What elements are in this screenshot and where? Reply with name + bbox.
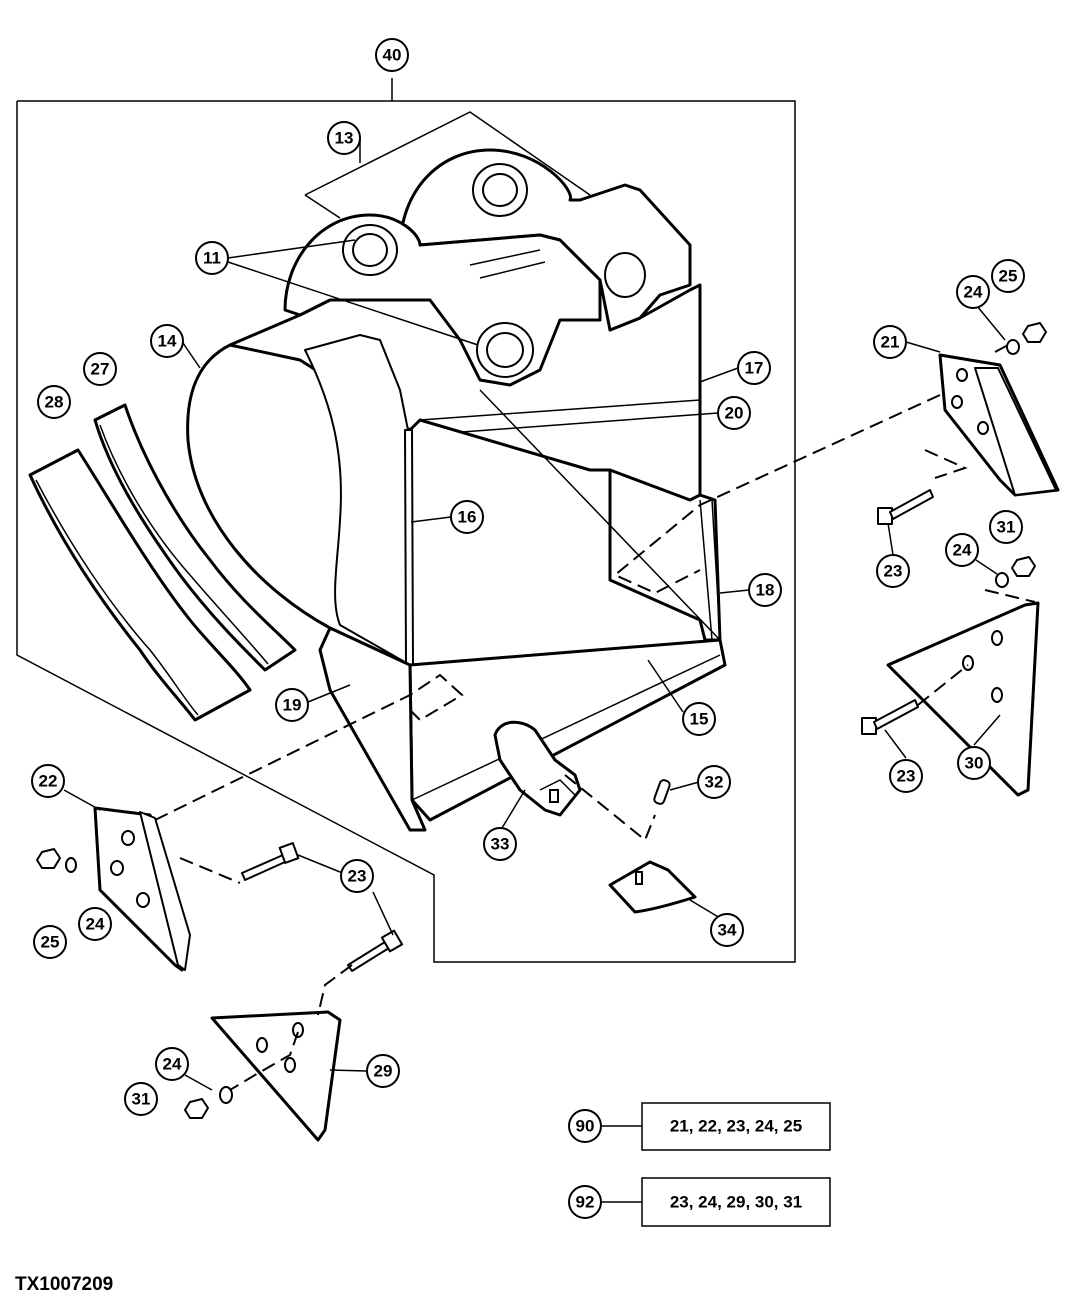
nut-25-left <box>36 848 61 869</box>
callout-25-right: 25 <box>991 259 1025 293</box>
svg-text:15: 15 <box>690 710 709 729</box>
svg-text:31: 31 <box>997 518 1016 537</box>
bucket-body <box>186 274 727 832</box>
kit-90-parts: 21, 22, 23, 24, 25 <box>670 1117 802 1136</box>
callout-28: 28 <box>37 385 71 419</box>
assembly-outline <box>16 78 796 963</box>
washer-24-lower <box>219 1086 233 1104</box>
callout-27: 27 <box>83 352 117 386</box>
bolt-23-d <box>861 699 919 735</box>
callout-19: 19 <box>275 688 309 722</box>
svg-text:19: 19 <box>283 696 302 715</box>
tooth-pin <box>653 779 671 805</box>
svg-text:23: 23 <box>897 767 916 786</box>
callout-31-right: 31 <box>989 510 1023 544</box>
callout-23-a: 23 <box>340 859 374 893</box>
callout-13: 13 <box>327 121 361 155</box>
svg-text:28: 28 <box>45 393 64 412</box>
pivot-ear-assembly <box>283 148 692 387</box>
tooth-tip <box>608 860 697 914</box>
svg-text:25: 25 <box>41 933 60 952</box>
callout-34: 34 <box>710 913 744 947</box>
figure-id: TX1007209 <box>15 1274 113 1295</box>
kit-92: 92 23, 24, 29, 30, 31 <box>568 1177 831 1227</box>
kit-92-parts: 23, 24, 29, 30, 31 <box>670 1193 802 1212</box>
svg-text:21: 21 <box>881 333 900 352</box>
callout-24-lower: 24 <box>155 1047 189 1081</box>
tooth-shank <box>493 720 582 817</box>
svg-text:23: 23 <box>348 867 367 886</box>
callout-16: 16 <box>450 500 484 534</box>
bolt-23-a <box>241 842 300 881</box>
svg-text:14: 14 <box>158 332 177 351</box>
svg-text:33: 33 <box>491 835 510 854</box>
leader-lines <box>63 111 1006 1091</box>
callout-30: 30 <box>957 746 991 780</box>
side-plate-29 <box>210 1010 342 1142</box>
callout-31-lower: 31 <box>124 1082 158 1116</box>
kit-90-number: 90 <box>568 1109 602 1143</box>
callout-24-upper-right: 24 <box>956 275 990 309</box>
svg-text:90: 90 <box>576 1117 595 1136</box>
svg-text:30: 30 <box>965 754 984 773</box>
svg-text:22: 22 <box>39 772 58 791</box>
svg-text:24: 24 <box>86 915 105 934</box>
nut-31-lower <box>184 1098 209 1119</box>
svg-text:16: 16 <box>458 508 477 527</box>
svg-text:11: 11 <box>203 249 221 268</box>
washer-24-mid-right <box>995 572 1009 588</box>
side-cutter-right <box>938 353 1060 497</box>
callout-18: 18 <box>748 573 782 607</box>
washer-24-upper-right <box>1006 339 1020 355</box>
callout-29: 29 <box>366 1054 400 1088</box>
callout-24-left: 24 <box>78 907 112 941</box>
kit-92-number: 92 <box>568 1185 602 1219</box>
callout-17: 17 <box>737 351 771 385</box>
side-cutter-left <box>93 806 191 972</box>
svg-text:24: 24 <box>953 541 972 560</box>
callout-20: 20 <box>717 396 751 430</box>
svg-text:23: 23 <box>884 562 903 581</box>
callout-33: 33 <box>483 827 517 861</box>
callout-24-mid-right: 24 <box>945 533 979 567</box>
svg-text:24: 24 <box>964 283 983 302</box>
svg-text:29: 29 <box>374 1062 393 1081</box>
nut-31-right <box>1011 556 1036 577</box>
callout-32: 32 <box>697 765 731 799</box>
svg-text:34: 34 <box>718 921 737 940</box>
side-wear-strip-28 <box>28 448 252 722</box>
nut-25-right <box>1022 322 1047 343</box>
svg-text:40: 40 <box>383 46 402 65</box>
svg-text:17: 17 <box>745 359 764 378</box>
assembly-lines <box>154 344 1036 1091</box>
callout-22: 22 <box>31 764 65 798</box>
kit-90: 90 21, 22, 23, 24, 25 <box>568 1102 831 1151</box>
bolt-23-b <box>347 929 404 972</box>
callout-14: 14 <box>150 324 184 358</box>
callout-40: 40 <box>375 38 409 72</box>
svg-text:20: 20 <box>725 404 744 423</box>
svg-text:92: 92 <box>576 1193 595 1212</box>
svg-text:25: 25 <box>999 267 1018 286</box>
svg-text:13: 13 <box>335 129 354 148</box>
svg-text:18: 18 <box>756 581 775 600</box>
washer-24-left <box>65 857 77 873</box>
tooth-assembly-line <box>564 774 656 842</box>
svg-text:27: 27 <box>91 360 110 379</box>
bolt-23-c <box>877 489 934 525</box>
callout-23-d: 23 <box>889 759 923 793</box>
callout-15: 15 <box>682 702 716 736</box>
svg-text:32: 32 <box>705 773 724 792</box>
callout-21: 21 <box>873 325 907 359</box>
callout-11: 11 <box>195 241 229 275</box>
svg-text:31: 31 <box>132 1090 151 1109</box>
side-plate-30 <box>886 601 1040 797</box>
svg-text:24: 24 <box>163 1055 182 1074</box>
callout-25-left: 25 <box>33 925 67 959</box>
callout-23-c: 23 <box>876 554 910 588</box>
side-wear-strip-27 <box>93 403 297 672</box>
